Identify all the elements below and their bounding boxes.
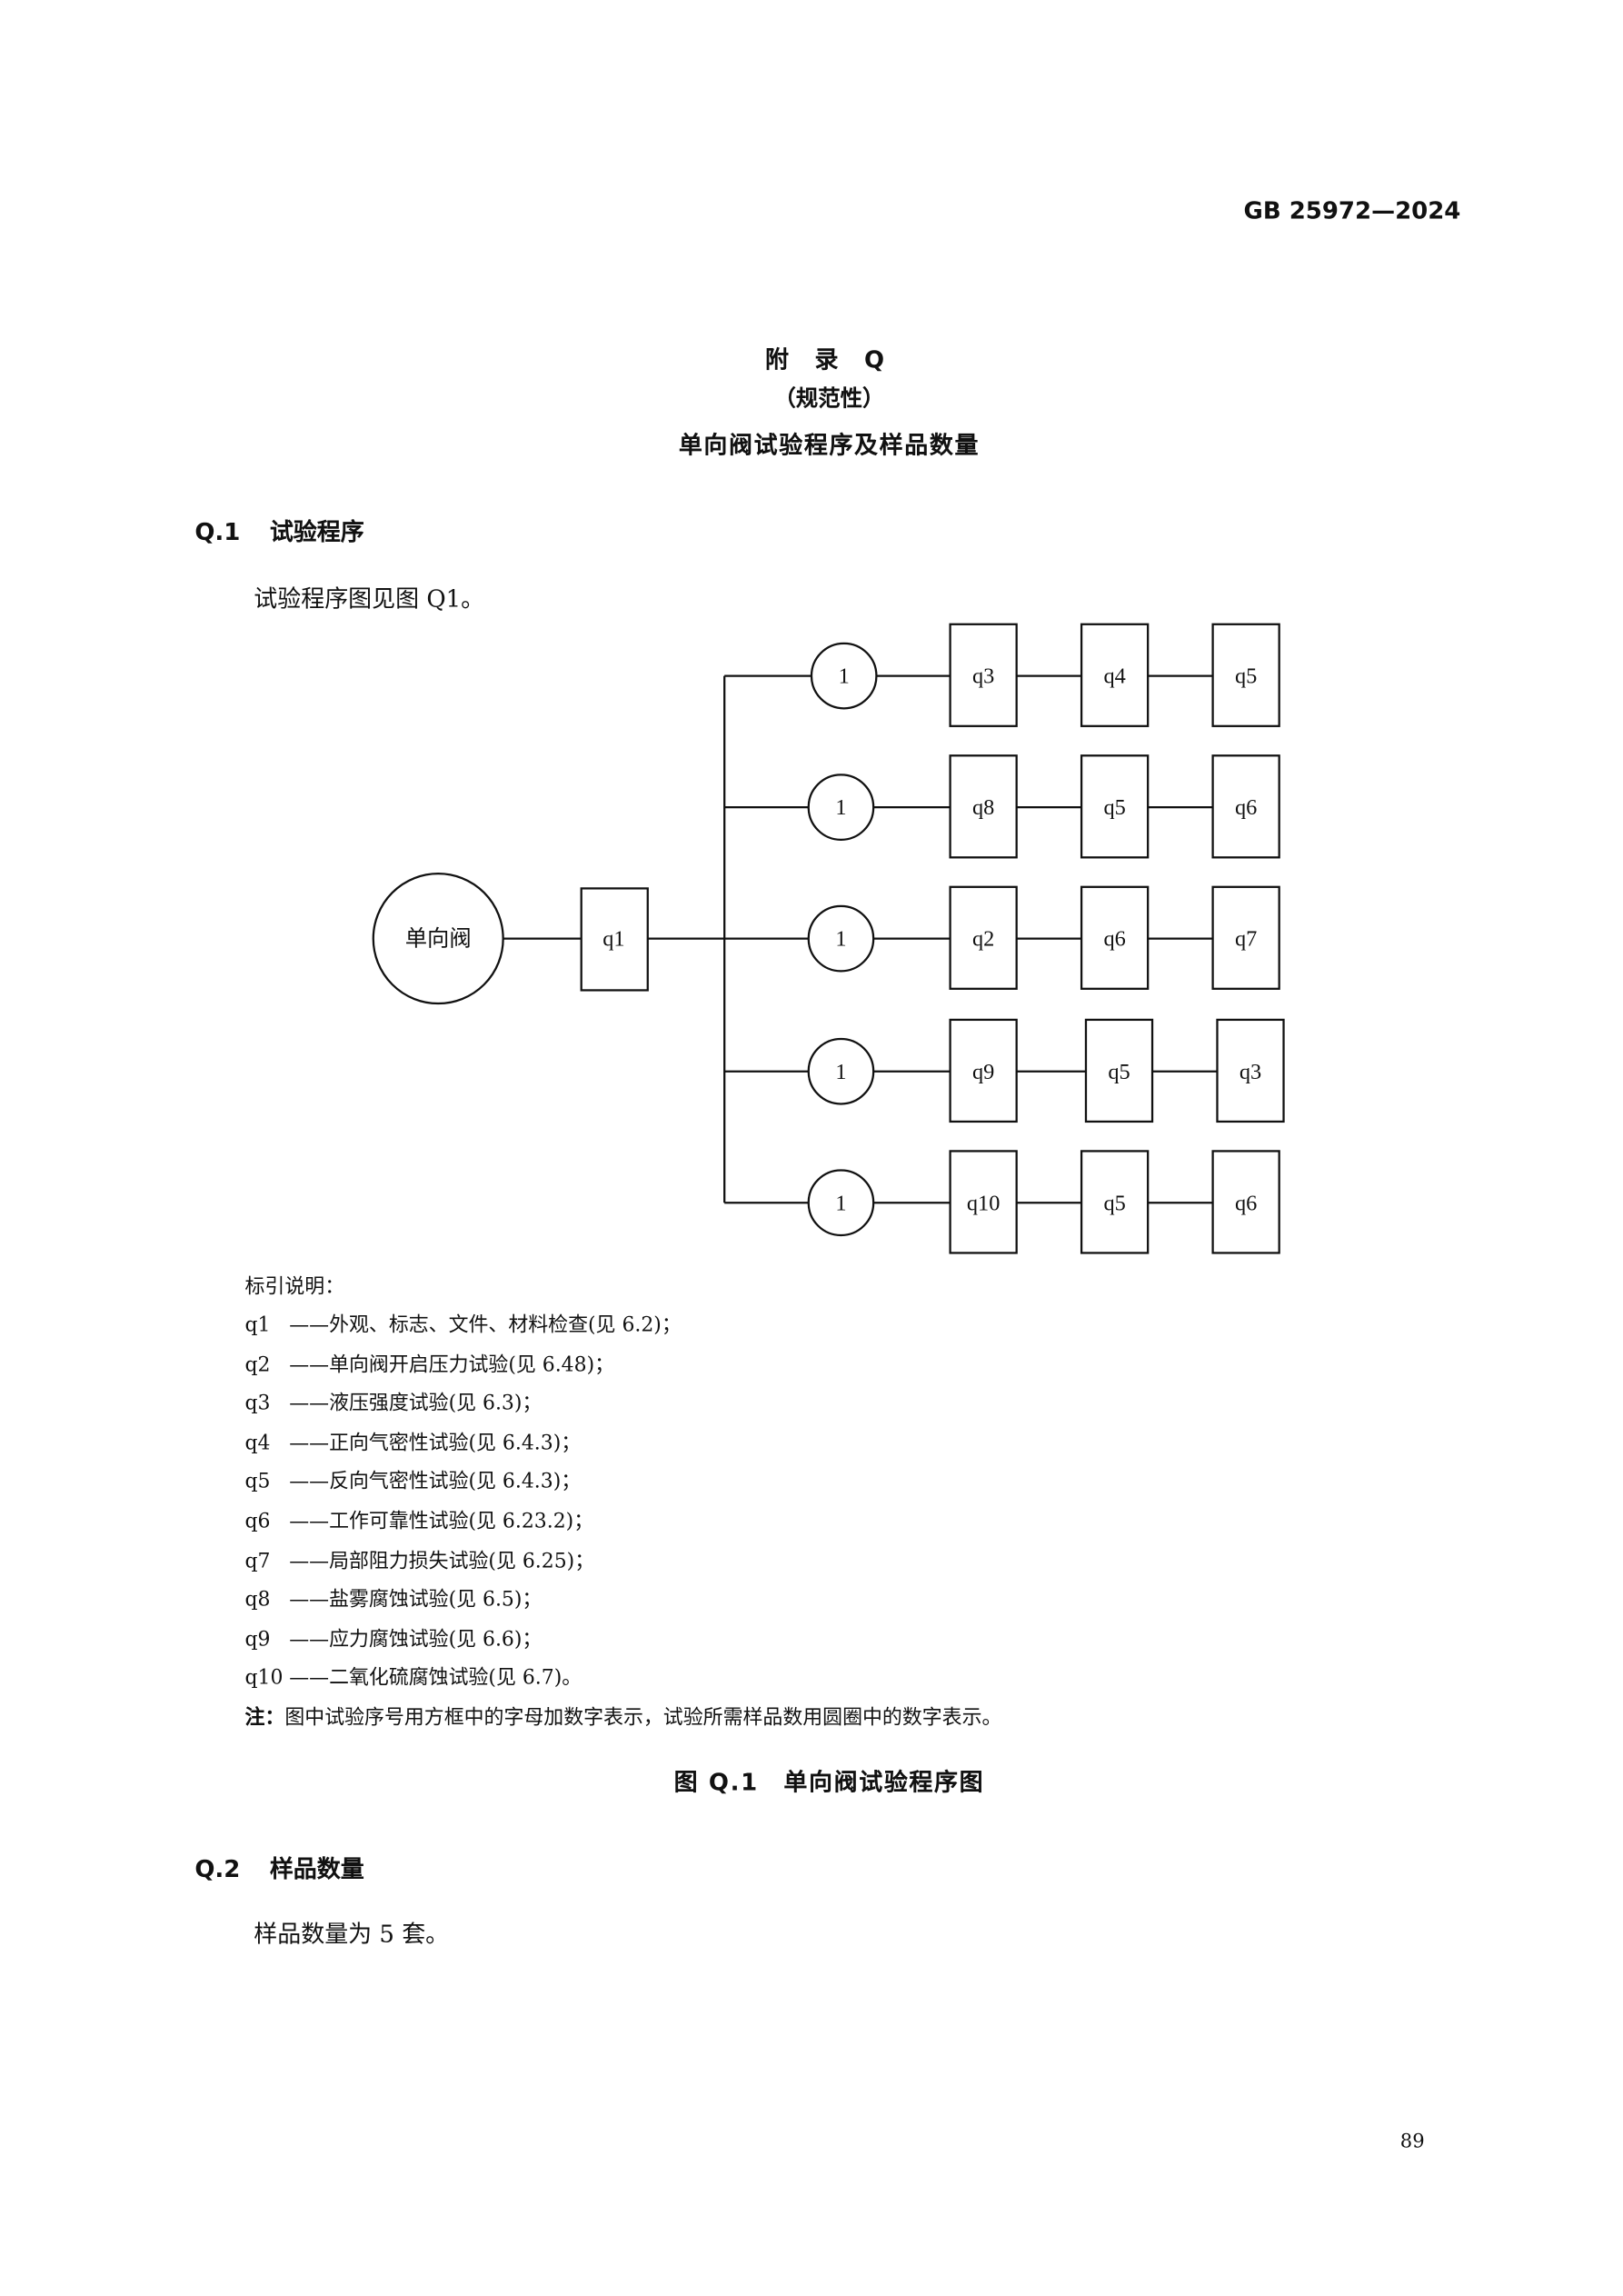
note-text: 图中试验序号用方框中的字母加数字表示，试验所需样品数用圆圈中的数字表示。 xyxy=(284,1705,1002,1730)
test-label: q3 xyxy=(1240,1060,1261,1084)
sample-count: 1 xyxy=(835,795,846,820)
legend-text: ——外观、标志、文件、材料检查(见 6.2)； xyxy=(289,1313,682,1337)
legend-item: q9 ——应力腐蚀试验(见 6.6)； xyxy=(244,1622,543,1652)
test-box-q1 xyxy=(580,887,649,992)
test-label: q5 xyxy=(1103,795,1125,820)
legend-title: 标引说明： xyxy=(244,1274,345,1299)
root-label: 单向阀 xyxy=(405,927,472,952)
test-box xyxy=(1211,623,1280,727)
legend-item: q4 ——正向气密性试验(见 6.4.3)； xyxy=(244,1425,582,1455)
test-label: q5 xyxy=(1235,664,1257,689)
test-procedure-diagram: 单向阀 q1 1 q3 q4 q5 1 q8 q5 q6 1 q2 q6 q7 1 q9 q5 q3 1 q10 q5 q… xyxy=(372,623,1285,1254)
root-circle xyxy=(372,873,504,1005)
test-box xyxy=(1080,754,1150,859)
test-label: q8 xyxy=(972,795,994,820)
test-box xyxy=(1080,1150,1150,1254)
section-number: Q.1 xyxy=(194,517,241,546)
document-number: GB 25972—2024 xyxy=(1243,195,1461,225)
test-box xyxy=(1211,1150,1280,1254)
test-label: q6 xyxy=(1235,795,1257,820)
legend-item: q1 ——外观、标志、文件、材料检查(见 6.2)； xyxy=(245,1308,682,1337)
sample-count: 1 xyxy=(835,927,846,952)
test-box xyxy=(1080,623,1150,727)
legend-item: q2 ——单向阀开启压力试验(见 6.48)； xyxy=(245,1347,615,1376)
annex-nature: （规范性） xyxy=(773,384,885,412)
legend-text: ——反向气密性试验(见 6.4.3)； xyxy=(289,1470,582,1494)
test-box xyxy=(1211,754,1280,859)
legend-key: q7 xyxy=(244,1549,271,1573)
annex-label: 附 录 Q xyxy=(765,344,893,374)
test-label: q6 xyxy=(1103,927,1125,952)
page-number: 89 xyxy=(1399,2131,1425,2153)
sample-count: 1 xyxy=(839,664,850,689)
legend-item: q10——二氧化硫腐蚀试验(见 6.7)。 xyxy=(244,1661,582,1691)
test-label: q5 xyxy=(1108,1060,1130,1084)
test-label: q3 xyxy=(972,664,994,689)
legend-text: ——正向气密性试验(见 6.4.3)； xyxy=(289,1431,582,1455)
section-title: 试验程序 xyxy=(269,517,364,546)
legend-key: q9 xyxy=(244,1627,271,1652)
legend-text: ——局部阻力损失试验(见 6.25)； xyxy=(289,1549,595,1573)
test-label: q10 xyxy=(967,1191,1001,1215)
test-label: q6 xyxy=(1235,1191,1257,1215)
legend-key: q8 xyxy=(244,1588,271,1612)
test-label: q2 xyxy=(972,927,994,952)
test-label: q7 xyxy=(1235,927,1257,952)
figure-caption: 图 Q.1 单向阀试验程序图 xyxy=(673,1768,985,1796)
section-number: Q.2 xyxy=(194,1854,241,1883)
legend-key: q5 xyxy=(244,1470,271,1494)
legend-text: ——工作可靠性试验(见 6.23.2)； xyxy=(289,1509,594,1533)
legend-key: q6 xyxy=(244,1509,271,1533)
legend-text: ——应力腐蚀试验(见 6.6)； xyxy=(289,1627,543,1652)
legend-text: ——单向阀开启压力试验(见 6.48)； xyxy=(289,1353,615,1377)
legend-text: ——液压强度试验(见 6.3)； xyxy=(289,1392,543,1416)
test-box xyxy=(1211,885,1280,990)
test-box xyxy=(1216,1018,1285,1123)
legend-text: ——盐雾腐蚀试验(见 6.5)； xyxy=(289,1588,543,1612)
section-text-q1: 试验程序图见图 Q1。 xyxy=(254,584,485,613)
section-text-q2: 样品数量为 5 套。 xyxy=(254,1920,450,1949)
test-label: q1 xyxy=(602,927,624,952)
sample-count: 1 xyxy=(835,1060,846,1084)
legend-key: q2 xyxy=(244,1353,271,1377)
legend-item: q7 ——局部阻力损失试验(见 6.25)； xyxy=(245,1543,595,1572)
legend-key: q10 xyxy=(244,1666,284,1691)
legend-item: q6 ——工作可靠性试验(见 6.23.2)； xyxy=(244,1503,594,1533)
sample-count: 1 xyxy=(835,1191,846,1215)
annex-title: 单向阀试验程序及样品数量 xyxy=(678,431,981,459)
test-label: q4 xyxy=(1103,664,1125,689)
section-heading-q2: Q.2 样品数量 xyxy=(194,1849,363,1884)
test-label: q9 xyxy=(972,1060,994,1084)
section-title: 样品数量 xyxy=(269,1854,364,1883)
legend-item: q3 ——液压强度试验(见 6.3)； xyxy=(245,1386,543,1415)
legend-key: q4 xyxy=(244,1431,271,1455)
test-label: q5 xyxy=(1103,1191,1125,1215)
figure-note: 注：图中试验序号用方框中的字母加数字表示，试验所需样品数用圆圈中的数字表示。 xyxy=(244,1700,1002,1730)
legend-item: q5 ——反向气密性试验(见 6.4.3)； xyxy=(244,1464,582,1494)
note-label: 注： xyxy=(244,1705,285,1730)
legend-key: q1 xyxy=(244,1313,271,1337)
legend-item: q8 ——盐雾腐蚀试验(见 6.5)； xyxy=(245,1582,543,1612)
test-box xyxy=(1080,885,1150,990)
legend-key: q3 xyxy=(244,1392,271,1416)
legend-text: ——二氧化硫腐蚀试验(见 6.7)。 xyxy=(289,1666,582,1691)
section-heading-q1: Q.1 试验程序 xyxy=(194,512,363,547)
